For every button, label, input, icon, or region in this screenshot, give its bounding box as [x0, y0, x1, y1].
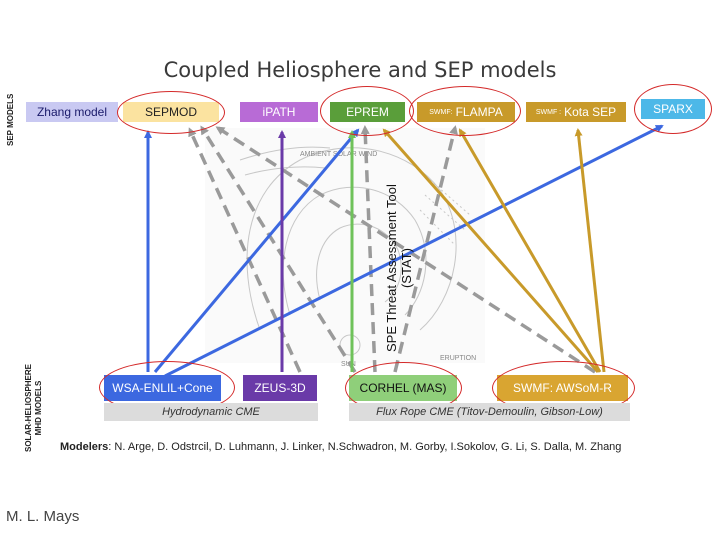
flux-rope-cme-band: Flux Rope CME (Titov-Demoulin, Gibson-Lo…: [349, 403, 630, 421]
zeus-3d-box: ZEUS-3D: [243, 375, 317, 401]
hydrodynamic-cme-band: Hydrodynamic CME: [104, 403, 318, 421]
hydrodynamic-cme-label: Hydrodynamic CME: [162, 406, 260, 418]
flux-rope-cme-label: Flux Rope CME (Titov-Demoulin, Gibson-Lo…: [376, 406, 603, 418]
author-name: M. L. Mays: [6, 508, 80, 525]
ipath-box: iPATH: [240, 102, 318, 122]
ipath-label: iPATH: [262, 105, 296, 119]
arrow-dashed-corhel-flampa: [393, 125, 458, 373]
highlight-ellipse-flampa: [409, 86, 521, 136]
sketch-label-eruption: ERUPTION: [440, 355, 476, 362]
zeus-3d-label: ZEUS-3D: [254, 381, 306, 395]
arrow-enlil-sparx: [164, 124, 664, 378]
kota-sep-prefix: SWMF :: [535, 108, 562, 116]
arrow-enlil-eprem: [153, 128, 360, 373]
kota-sep-box: SWMF : Kota SEP: [526, 102, 626, 122]
stat-vertical-label: SPE Threat Assessment Tool (STAT): [384, 184, 414, 352]
diagram-title: Coupled Heliosphere and SEP models: [163, 58, 557, 82]
kota-sep-label: Kota SEP: [564, 105, 617, 119]
zhang-model-label: Zhang model: [36, 105, 108, 119]
cme-sketch-illustration: [205, 128, 485, 363]
modelers-prefix: Modelers: [60, 441, 109, 453]
highlight-ellipse-sepmod: [117, 91, 225, 134]
arrow-dashed-corhel-sepmod: [200, 125, 357, 373]
stat-label-line1: SPE Threat Assessment Tool: [384, 184, 399, 352]
arrow-dashed-corhel-eprem: [360, 125, 377, 373]
arrow-awsom-flampa: [458, 128, 602, 373]
highlight-ellipse-eprem: [320, 86, 414, 136]
stat-label-line2: (STAT): [399, 248, 414, 289]
zhang-model-box: Zhang model: [26, 102, 118, 122]
arrow-awsom-kota: [574, 128, 606, 373]
arrow-awsom-eprem: [382, 128, 600, 373]
modelers-line: Modelers: N. Arge, D. Odstrcil, D. Luhma…: [60, 441, 621, 453]
modelers-names: : N. Arge, D. Odstrcil, D. Luhmann, J. L…: [108, 441, 622, 453]
highlight-ellipse-sparx: [634, 84, 712, 134]
